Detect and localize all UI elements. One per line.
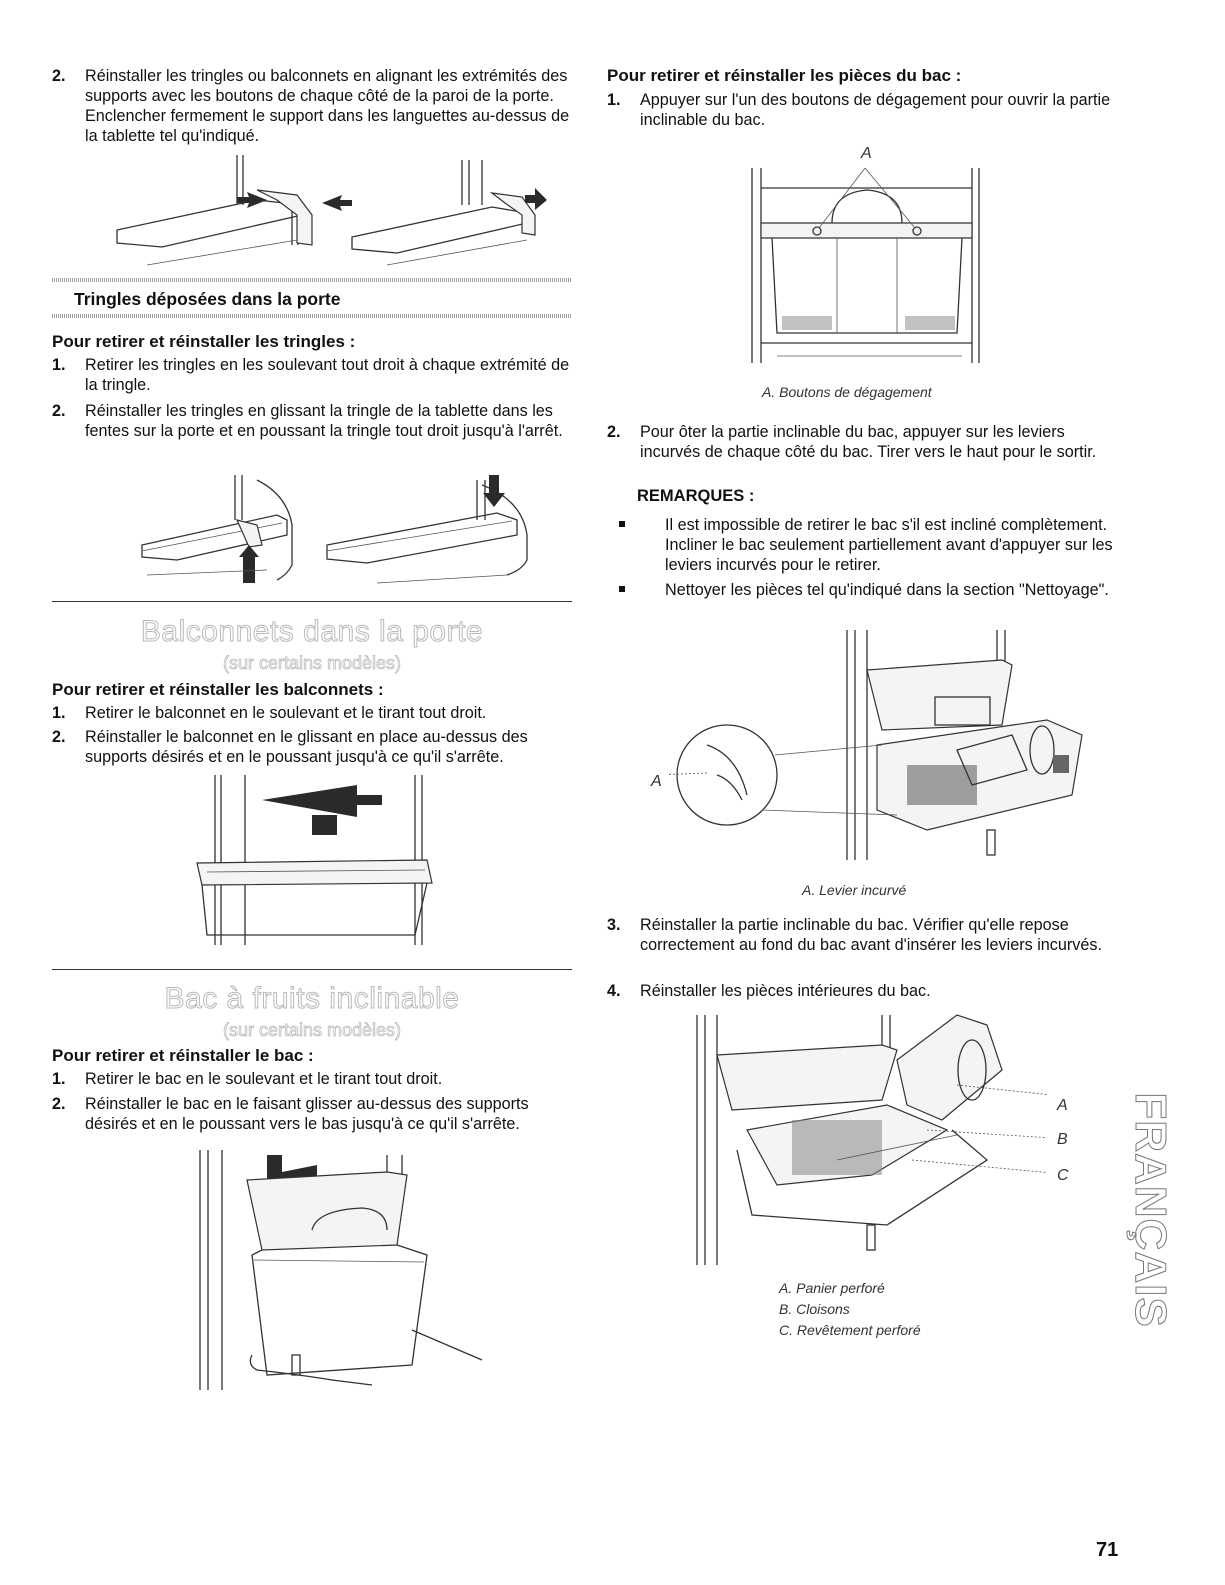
step-text: Appuyer sur l'un des boutons de dégageme…: [640, 91, 1111, 129]
figure-caption: A. Levier incurvé: [802, 882, 907, 898]
step-text: Réinstaller les tringles ou balconnets e…: [85, 67, 570, 145]
section-title: Balconnets dans la porte: [140, 615, 484, 649]
curved-lever-illustration: [667, 630, 1083, 860]
remark-text: Il est impossible de retirer le bac s'il…: [665, 516, 1113, 574]
step-text: Retirer le balconnet en le soulevant et …: [85, 704, 487, 722]
section-heading: Pour retirer et réinstaller les balconne…: [52, 680, 384, 699]
figure-caption: B. Cloisons: [779, 1301, 850, 1317]
door-bin-illustration: [196, 775, 433, 945]
callout-label: B: [1057, 1131, 1068, 1148]
section-rule: [52, 601, 572, 602]
step-number: 1.: [52, 1070, 66, 1088]
step-text: Réinstaller le bac en le faisant glisser…: [85, 1095, 529, 1133]
step-number: 2.: [52, 402, 66, 420]
section-heading: Pour retirer et réinstaller le bac :: [52, 1046, 314, 1065]
step-text: Réinstaller la partie inclinable du bac.…: [640, 916, 1102, 954]
subsection-title: Tringles déposées dans la porte: [74, 289, 341, 309]
divider: [52, 278, 572, 282]
remarks-heading: REMARQUES :: [637, 487, 755, 505]
figure-caption: C. Revêtement perforé: [779, 1322, 921, 1338]
step-text: Réinstaller le balconnet en le glissant …: [85, 728, 528, 766]
step-text: Retirer les tringles en les soulevant to…: [85, 356, 570, 394]
step-number: 2.: [607, 423, 621, 441]
shelf-rail-illustration: [116, 155, 547, 266]
bullet: [619, 521, 625, 527]
step-text: Pour ôter la partie inclinable du bac, a…: [640, 423, 1097, 461]
side-tab-label: FRANÇAIS: [1126, 1092, 1176, 1328]
step-text: Réinstaller les tringles en glissant la …: [85, 402, 563, 440]
bullet: [619, 586, 625, 592]
step-text: Retirer le bac en le soulevant et le tir…: [85, 1070, 443, 1088]
release-buttons-illustration: [751, 168, 980, 363]
callout-label: A: [861, 145, 872, 162]
step-number: 1.: [52, 704, 66, 722]
remark-text: Nettoyer les pièces tel qu'indiqué dans …: [665, 581, 1109, 599]
bin-parts-illustration: [696, 1014, 1047, 1265]
callout-label: A: [651, 773, 662, 790]
section-subtitle: (sur certains modèles): [222, 1020, 402, 1041]
section-title: Bac à fruits inclinable: [164, 982, 460, 1016]
figure-caption: A. Boutons de dégagement: [762, 384, 932, 400]
language-side-tab: FRANÇAIS: [1125, 1080, 1176, 1340]
section-heading: Pour retirer et réinstaller les pièces d…: [607, 66, 962, 85]
step-number: 2.: [52, 1095, 66, 1113]
callout-label: C: [1057, 1167, 1069, 1184]
step-text: Réinstaller les pièces intérieures du ba…: [640, 982, 931, 1000]
step-number: 3.: [607, 916, 621, 934]
crisper-bin-illustration: [199, 1150, 483, 1390]
callout-label: A: [1057, 1097, 1068, 1114]
step-number: 2.: [52, 728, 66, 746]
step-number: 4.: [607, 982, 621, 1000]
figure-caption: A. Panier perforé: [779, 1280, 885, 1296]
divider: [52, 314, 572, 318]
step-number: 1.: [607, 91, 621, 109]
rail-door-illustration: [141, 475, 528, 584]
step-number: 2.: [52, 67, 66, 85]
section-subtitle: (sur certains modèles): [222, 653, 402, 674]
step-number: 1.: [52, 356, 66, 374]
section-heading: Pour retirer et réinstaller les tringles…: [52, 332, 356, 351]
section-rule: [52, 969, 572, 970]
page-number: 71: [1096, 1539, 1119, 1561]
